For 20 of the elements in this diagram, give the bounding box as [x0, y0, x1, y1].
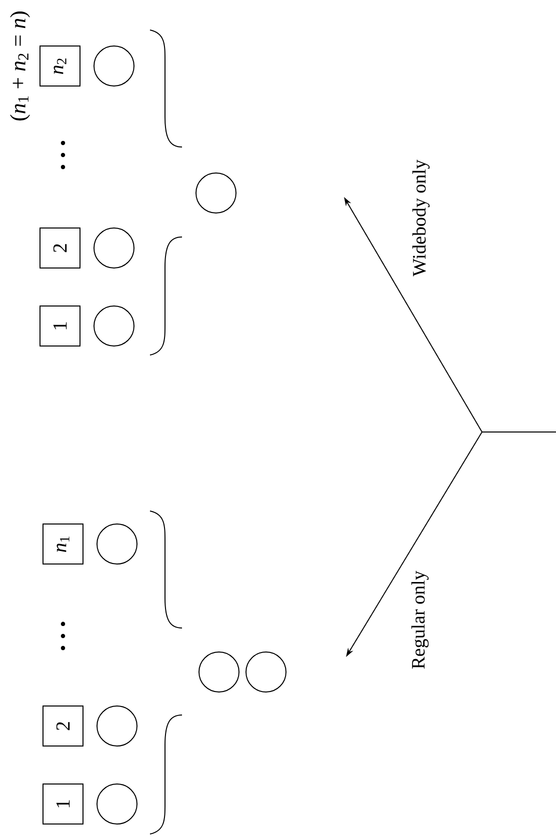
seat-circle [94, 228, 134, 268]
number-box: 1 [40, 306, 80, 346]
number-box: 2 [42, 706, 84, 746]
number-box: 1 [42, 784, 84, 824]
branch-label: Widebody only [412, 160, 430, 276]
ellipsis: … [60, 622, 66, 650]
seat-circle [96, 784, 138, 824]
seat-circle [198, 652, 240, 692]
seat-circle [96, 706, 138, 746]
number-box: 2 [40, 228, 80, 268]
seat-circle [96, 524, 138, 564]
equation-label: (n$_{1}$ + n$_{2}$ = n) [10, 12, 30, 120]
seat-circle [246, 652, 286, 692]
seat-circle [94, 306, 134, 346]
seat-circle [196, 172, 236, 214]
number-box: n$_{2}$ [40, 46, 80, 86]
ellipsis: … [60, 140, 66, 170]
seat-circle [94, 46, 134, 86]
number-box: n$_{1}$ [42, 524, 84, 564]
branch-label: Regular only [411, 570, 429, 669]
